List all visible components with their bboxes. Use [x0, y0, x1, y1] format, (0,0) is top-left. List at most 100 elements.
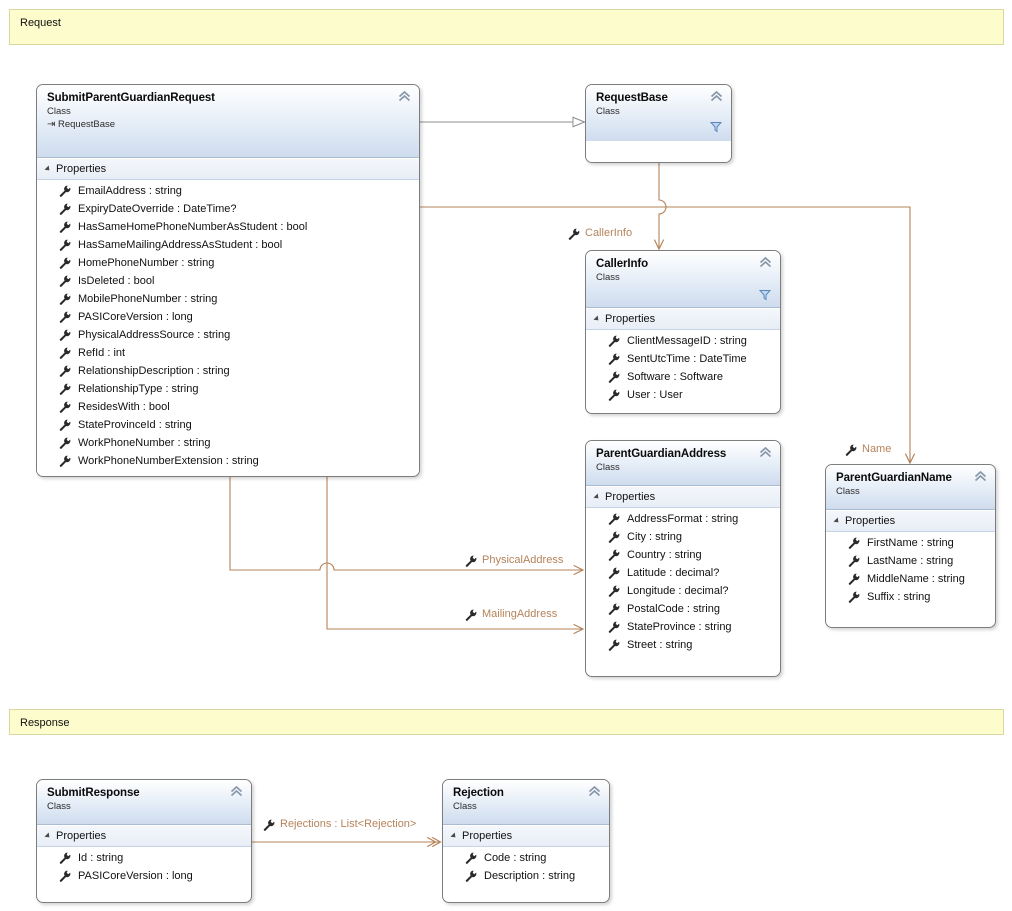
- class-member-row[interactable]: StateProvinceId : string: [37, 416, 419, 434]
- class-member-label: ResidesWith : bool: [78, 401, 170, 413]
- class-parentguardianname[interactable]: ParentGuardianName Class Properties Firs…: [825, 464, 996, 628]
- class-member-row[interactable]: Longitude : decimal?: [586, 582, 780, 600]
- class-member-row[interactable]: Software : Software: [586, 368, 780, 386]
- compartment-header-properties[interactable]: Properties: [826, 510, 995, 532]
- association-label-text: CallerInfo: [585, 227, 633, 239]
- association-label-physicaladdress[interactable]: PhysicalAddress: [465, 554, 563, 567]
- class-member-row[interactable]: LastName : string: [826, 552, 995, 570]
- class-member-row[interactable]: FirstName : string: [826, 534, 995, 552]
- compartment-header-properties[interactable]: Properties: [586, 308, 780, 330]
- association-label-text: PhysicalAddress: [482, 554, 564, 566]
- class-member-label: RelationshipType : string: [78, 383, 199, 395]
- class-member-row[interactable]: MobilePhoneNumber : string: [37, 290, 419, 308]
- collapse-chevron-icon[interactable]: [759, 257, 772, 269]
- filter-icon[interactable]: [710, 121, 722, 133]
- class-member-row[interactable]: ExpiryDateOverride : DateTime?: [37, 200, 419, 218]
- property-wrench-icon: [59, 852, 71, 864]
- compartment-label: Properties: [56, 163, 107, 175]
- collapse-chevron-icon[interactable]: [230, 786, 243, 798]
- collapse-chevron-icon[interactable]: [974, 471, 987, 483]
- property-wrench-icon: [59, 455, 71, 467]
- expander-triangle-icon: [44, 832, 52, 840]
- class-submitresponse[interactable]: SubmitResponse Class Properties Id : str…: [36, 779, 252, 903]
- class-member-row[interactable]: User : User: [586, 386, 780, 404]
- class-member-label: StateProvince : string: [627, 621, 732, 633]
- filter-icon[interactable]: [759, 289, 771, 301]
- collapse-chevron-icon[interactable]: [398, 91, 411, 103]
- class-member-row[interactable]: City : string: [586, 528, 780, 546]
- class-member-label: StateProvinceId : string: [78, 419, 192, 431]
- class-member-row[interactable]: Code : string: [443, 849, 609, 867]
- property-wrench-icon: [848, 591, 860, 603]
- class-member-row[interactable]: Id : string: [37, 849, 251, 867]
- class-member-row[interactable]: PostalCode : string: [586, 600, 780, 618]
- association-label-text: Name: [862, 443, 892, 455]
- class-parentguardianaddress[interactable]: ParentGuardianAddress Class Properties A…: [585, 440, 781, 677]
- class-member-row[interactable]: SentUtcTime : DateTime: [586, 350, 780, 368]
- class-stereotype: Class: [596, 272, 620, 283]
- class-stereotype: Class: [836, 486, 860, 497]
- association-label-rejections[interactable]: Rejections : List<Rejection>: [263, 818, 416, 831]
- class-callerinfo[interactable]: CallerInfo Class Properties ClientMessag…: [585, 250, 781, 414]
- class-member-row[interactable]: WorkPhoneNumberExtension : string: [37, 452, 419, 470]
- class-member-row[interactable]: PASICoreVersion : long: [37, 867, 251, 885]
- compartment-header-properties[interactable]: Properties: [443, 825, 609, 847]
- banner-label: Response: [20, 717, 70, 729]
- class-member-label: Software : Software: [627, 371, 723, 383]
- association-label-callerinfo[interactable]: CallerInfo: [568, 227, 632, 240]
- class-member-label: RelationshipDescription : string: [78, 365, 230, 377]
- property-wrench-icon: [59, 257, 71, 269]
- class-rejection[interactable]: Rejection Class Properties Code : string…: [442, 779, 610, 903]
- property-wrench-icon: [608, 603, 620, 615]
- class-title: ParentGuardianName: [836, 472, 952, 484]
- class-member-row[interactable]: Latitude : decimal?: [586, 564, 780, 582]
- class-member-row[interactable]: ResidesWith : bool: [37, 398, 419, 416]
- compartment-label: Properties: [605, 491, 656, 503]
- class-member-row[interactable]: PASICoreVersion : long: [37, 308, 419, 326]
- association-label-mailingaddress[interactable]: MailingAddress: [465, 608, 557, 621]
- property-wrench-icon: [608, 567, 620, 579]
- class-submitparentguardianrequest[interactable]: SubmitParentGuardianRequest Class ⇥Reque…: [36, 84, 420, 477]
- collapse-chevron-icon[interactable]: [759, 447, 772, 459]
- class-member-row[interactable]: AddressFormat : string: [586, 510, 780, 528]
- class-member-row[interactable]: WorkPhoneNumber : string: [37, 434, 419, 452]
- class-header: RequestBase Class: [586, 85, 731, 141]
- class-member-row[interactable]: Street : string: [586, 636, 780, 654]
- class-member-row[interactable]: HasSameMailingAddressAsStudent : bool: [37, 236, 419, 254]
- class-member-row[interactable]: StateProvince : string: [586, 618, 780, 636]
- property-wrench-icon: [59, 419, 71, 431]
- collapse-chevron-icon[interactable]: [710, 91, 723, 103]
- class-member-row[interactable]: Country : string: [586, 546, 780, 564]
- class-member-row[interactable]: PhysicalAddressSource : string: [37, 326, 419, 344]
- class-member-row[interactable]: ClientMessageID : string: [586, 332, 780, 350]
- property-wrench-icon: [59, 365, 71, 377]
- expander-triangle-icon: [833, 517, 841, 525]
- class-member-label: PASICoreVersion : long: [78, 311, 193, 323]
- association-label-name[interactable]: Name: [845, 443, 891, 456]
- compartment-header-properties[interactable]: Properties: [586, 486, 780, 508]
- property-wrench-icon: [608, 389, 620, 401]
- class-member-row[interactable]: EmailAddress : string: [37, 182, 419, 200]
- class-header: ParentGuardianName Class: [826, 465, 995, 510]
- class-member-row[interactable]: MiddleName : string: [826, 570, 995, 588]
- class-title: CallerInfo: [596, 258, 649, 270]
- class-member-row[interactable]: HasSameHomePhoneNumberAsStudent : bool: [37, 218, 419, 236]
- class-member-row[interactable]: Suffix : string: [826, 588, 995, 606]
- class-member-row[interactable]: RelationshipDescription : string: [37, 362, 419, 380]
- class-member-row[interactable]: RefId : int: [37, 344, 419, 362]
- property-wrench-icon: [465, 870, 477, 882]
- compartment-label: Properties: [56, 830, 107, 842]
- compartment-header-properties[interactable]: Properties: [37, 158, 419, 180]
- collapse-chevron-icon[interactable]: [588, 786, 601, 798]
- class-member-row[interactable]: Description : string: [443, 867, 609, 885]
- class-member-row[interactable]: IsDeleted : bool: [37, 272, 419, 290]
- class-member-label: ExpiryDateOverride : DateTime?: [78, 203, 237, 215]
- compartment-header-properties[interactable]: Properties: [37, 825, 251, 847]
- class-member-row[interactable]: HomePhoneNumber : string: [37, 254, 419, 272]
- class-member-row[interactable]: RelationshipType : string: [37, 380, 419, 398]
- class-requestbase[interactable]: RequestBase Class: [585, 84, 732, 163]
- class-member-label: AddressFormat : string: [627, 513, 739, 525]
- class-member-label: PostalCode : string: [627, 603, 720, 615]
